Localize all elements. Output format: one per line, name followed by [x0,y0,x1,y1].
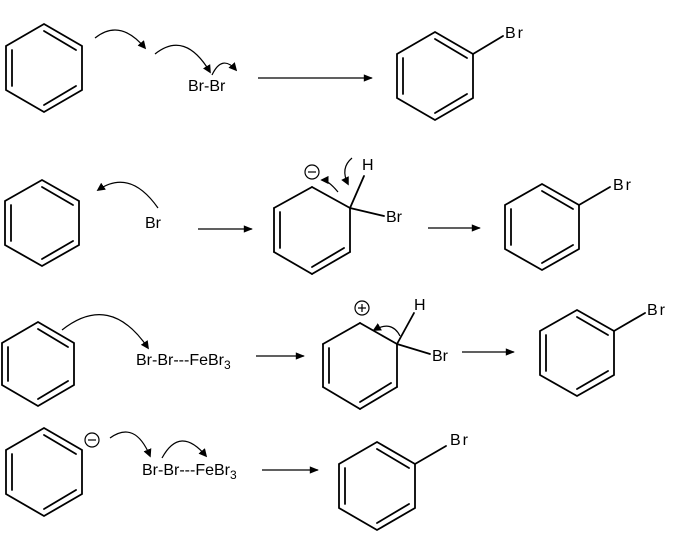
hydrogen-label: H [414,297,426,314]
bromobenzene-product-1 [397,32,503,120]
benzene-reactant-2 [5,180,79,266]
bromine-substituent-label: Br [505,25,525,42]
curly-arrow [162,441,206,458]
bromide-reagent-label: Br [145,215,162,232]
curly-arrow [322,180,338,192]
bromobenzene-product-2 [505,184,610,270]
plus-charge-icon [355,301,369,315]
minus-charge-icon [305,165,319,179]
bromine-substituent-label: Br [432,348,449,365]
bromine-substituent-label: Br [613,177,633,194]
curly-arrow [155,45,210,72]
curly-arrow [345,158,352,184]
bromobenzene-product-4 [339,442,446,530]
arenium-ion-intermediate [323,313,430,409]
curly-arrow [374,326,400,336]
bromine-lewis-acid-complex-label: Br-Br---FeBr3 [142,462,237,482]
curly-arrow [110,432,150,456]
benzene-reactant-4 [6,428,82,516]
minus-charge-icon [85,433,99,447]
bromine-reagent-label: Br-Br [188,78,226,95]
benzene-reactant-1 [6,24,82,112]
curly-arrow [98,182,158,208]
curly-arrow [212,63,236,75]
hydrogen-label: H [362,157,374,174]
bromine-lewis-acid-complex-label: Br-Br---FeBr3 [136,352,231,372]
curly-arrow [95,30,145,48]
bromine-substituent-label: Br [647,302,667,319]
benzene-reactant-3 [2,322,74,406]
bromine-substituent-label: Br [386,209,403,226]
bromine-substituent-label: Br [450,432,470,449]
carbanion-intermediate [274,176,384,274]
bromobenzene-product-3 [540,310,645,396]
